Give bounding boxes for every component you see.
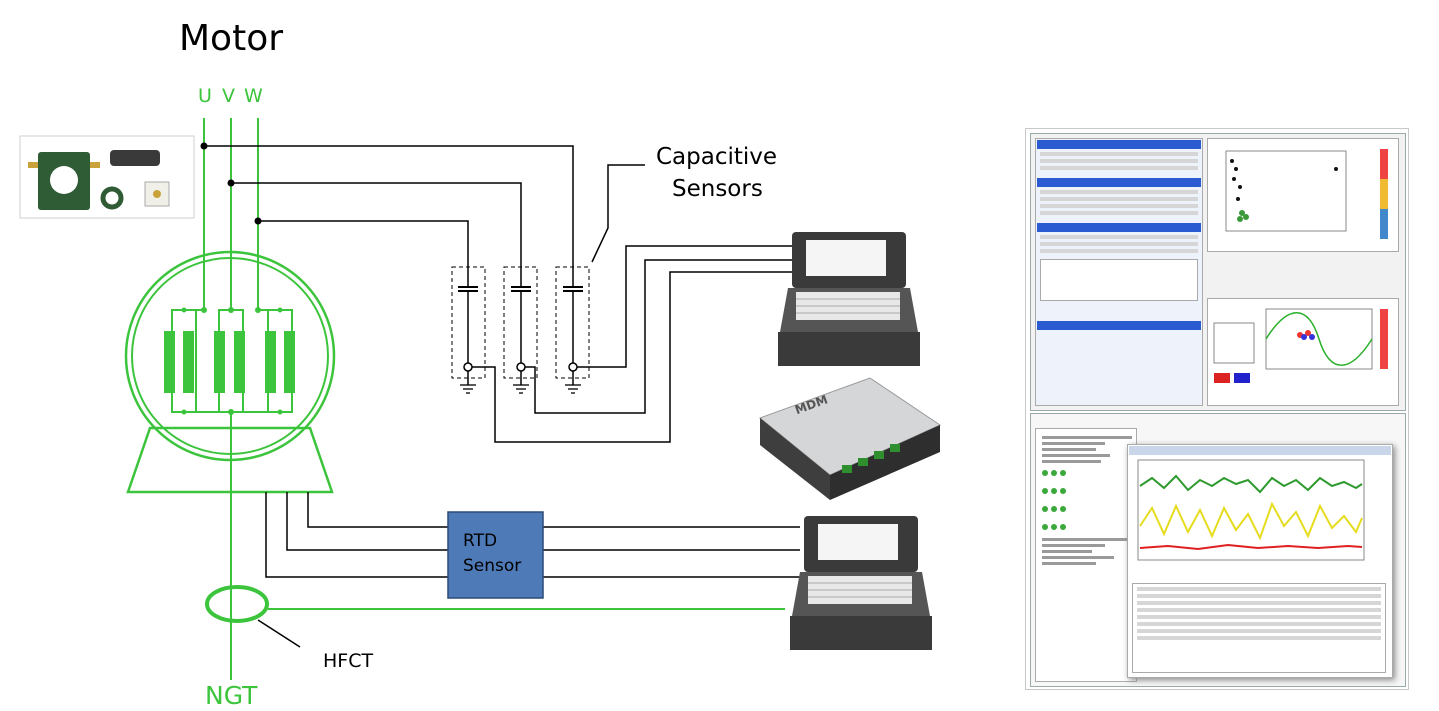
capacitive-wiring	[204, 145, 795, 443]
phase-tap-dots	[200, 142, 262, 225]
phase-v-label: V	[222, 85, 235, 107]
trend-chart-panel	[1127, 444, 1393, 678]
laptop-icon	[790, 516, 932, 650]
laptop-icon	[778, 232, 920, 366]
capacitor-plates	[458, 286, 583, 292]
hfct-ring	[205, 585, 269, 623]
phase-lines	[203, 118, 259, 310]
mdm-device-icon	[759, 377, 942, 500]
motor-title: Motor	[179, 18, 284, 59]
capacitive-label-line2: Sensors	[672, 176, 763, 202]
software-window-upper	[1030, 133, 1406, 411]
ngt-label: NGT	[205, 681, 258, 710]
software-window-lower	[1030, 413, 1406, 687]
phase-u-label: U	[198, 85, 212, 107]
sensor-hardware-photo	[19, 135, 195, 219]
motor-windings	[164, 307, 295, 426]
device-tree-panel	[1035, 428, 1137, 682]
settings-panel	[1035, 138, 1203, 406]
phase-resolved-panel	[1207, 298, 1399, 406]
sensor-taps	[463, 362, 578, 372]
rtd-wiring	[265, 492, 800, 578]
hfct-label: HFCT	[323, 650, 374, 672]
ground-symbols	[460, 384, 581, 394]
neutral-ground-line	[230, 426, 785, 680]
rtd-label-line1: RTD	[463, 531, 498, 551]
scatter-plot-panel	[1207, 138, 1399, 252]
capacitive-label-line1: Capacitive	[656, 144, 778, 170]
rtd-sensor-box	[447, 511, 544, 599]
sensor-enclosures	[451, 266, 590, 379]
hfct-pointer	[257, 619, 301, 648]
monitoring-software-screenshots	[1025, 128, 1409, 690]
phase-w-label: W	[244, 85, 263, 107]
rtd-label-line2: Sensor	[463, 556, 522, 576]
